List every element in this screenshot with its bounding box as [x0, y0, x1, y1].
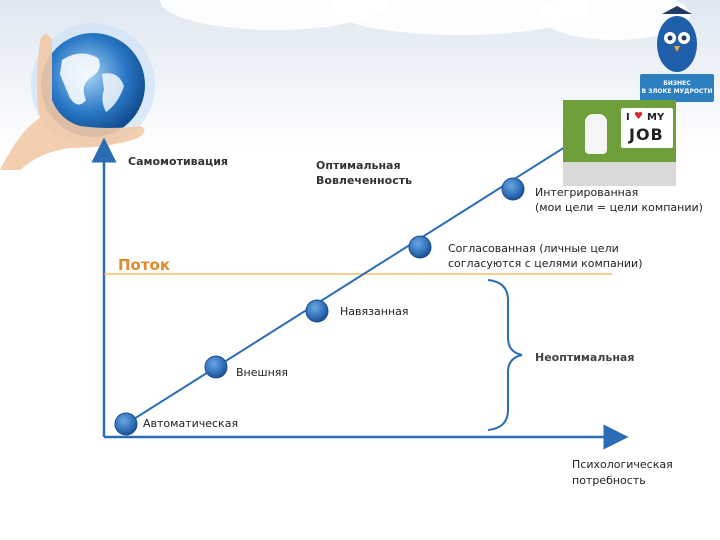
- logo-line-2: В ЗЛОКЕ МУДРОСТИ: [641, 88, 713, 95]
- brace: [487, 279, 523, 431]
- node-agreed: [408, 235, 432, 259]
- x-axis-label-line-1: Психологическая: [572, 458, 673, 471]
- heart-icon: ♥: [634, 111, 643, 122]
- node-external: [204, 355, 228, 379]
- node-integrated: [501, 177, 525, 201]
- owl-logo-icon: [657, 6, 697, 72]
- suboptimal-label: Неоптимальная: [535, 351, 635, 364]
- logo-banner: БИЗНЕС В ЗЛОКЕ МУДРОСТИ: [640, 74, 714, 102]
- jumping-man-figure: [585, 114, 607, 154]
- job-card-sign: I ♥ MY JOB: [621, 108, 673, 148]
- level-label-integrated-line-1: Интегрированная: [535, 186, 639, 199]
- optimal-label-line-1: Оптимальная: [316, 159, 401, 172]
- level-label-external: Внешняя: [236, 366, 288, 379]
- node-imposed: [305, 299, 329, 323]
- level-label-imposed: Навязанная: [340, 305, 409, 318]
- level-label-agreed-line-1: Согласованная (личные цели: [448, 242, 619, 255]
- node-automatic: [114, 412, 138, 436]
- job-card-text-job: JOB: [629, 125, 664, 144]
- globe-illustration: [0, 23, 155, 170]
- i-love-my-job-image: I ♥ MY JOB: [563, 100, 676, 186]
- level-label-agreed-line-2: согласуются с целями компании): [448, 257, 643, 270]
- x-axis-label-line-2: потребность: [572, 474, 646, 487]
- city-skyline: [563, 162, 676, 186]
- y-axis-label: Самомотивация: [128, 155, 228, 168]
- logo-line-1: БИЗНЕС: [663, 80, 691, 87]
- level-label-automatic: Автоматическая: [143, 417, 239, 430]
- level-label-integrated-line-2: (мои цели = цели компании): [535, 201, 703, 214]
- job-card-text-i: I: [626, 112, 630, 123]
- flow-label: Поток: [118, 256, 171, 274]
- optimal-label-line-2: Вовлеченность: [316, 174, 413, 187]
- job-card-text-my: MY: [647, 112, 665, 123]
